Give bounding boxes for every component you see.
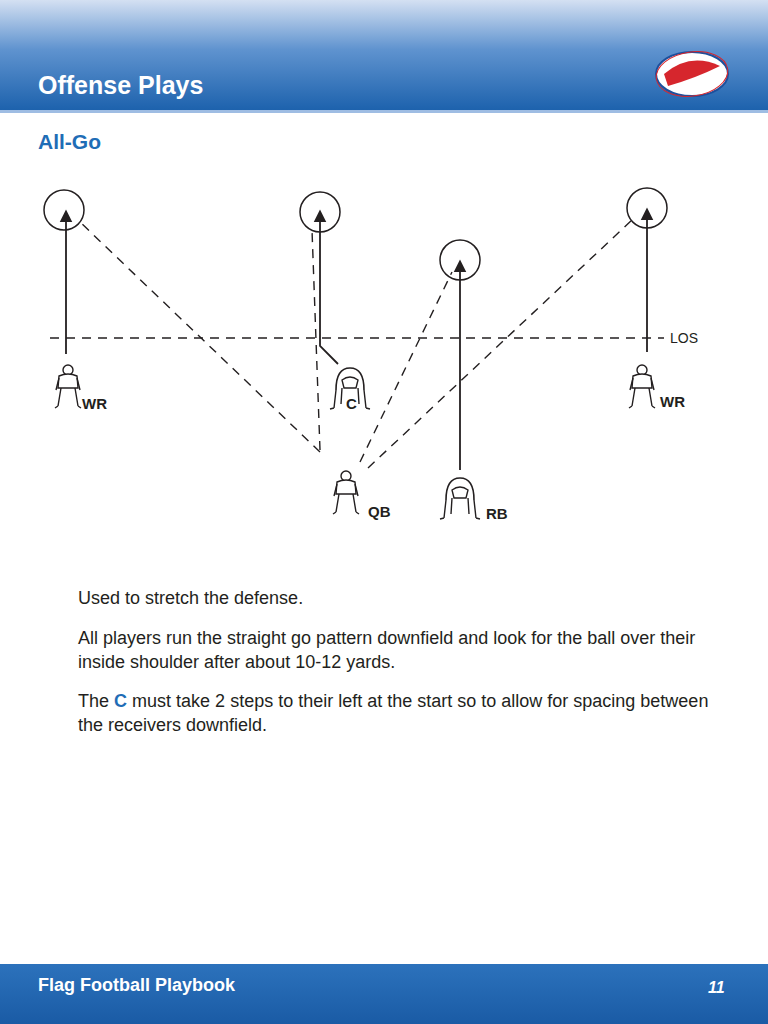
description-text: TheCmust take 2 steps to their left at t… bbox=[78, 690, 718, 737]
description-text: The bbox=[78, 691, 109, 711]
description-text: All players run the straight go pattern … bbox=[78, 627, 718, 674]
position-label: C bbox=[346, 395, 357, 413]
position-label: WR bbox=[660, 393, 685, 411]
section-heading: Offense Plays bbox=[38, 70, 203, 100]
los-label: LOS bbox=[670, 330, 698, 347]
position-highlight: C bbox=[114, 691, 127, 711]
position-label: QB bbox=[368, 503, 391, 521]
position-label: WR bbox=[82, 395, 107, 413]
page-number: 11 bbox=[708, 978, 725, 997]
position-label: RB bbox=[486, 505, 508, 523]
footer-title: Flag Football Playbook bbox=[38, 975, 235, 997]
logo bbox=[653, 47, 730, 101]
play-title: All-Go bbox=[38, 129, 101, 154]
description-text: must take 2 steps to their left at the s… bbox=[78, 691, 708, 734]
description-text: Used to stretch the defense. bbox=[78, 587, 718, 610]
